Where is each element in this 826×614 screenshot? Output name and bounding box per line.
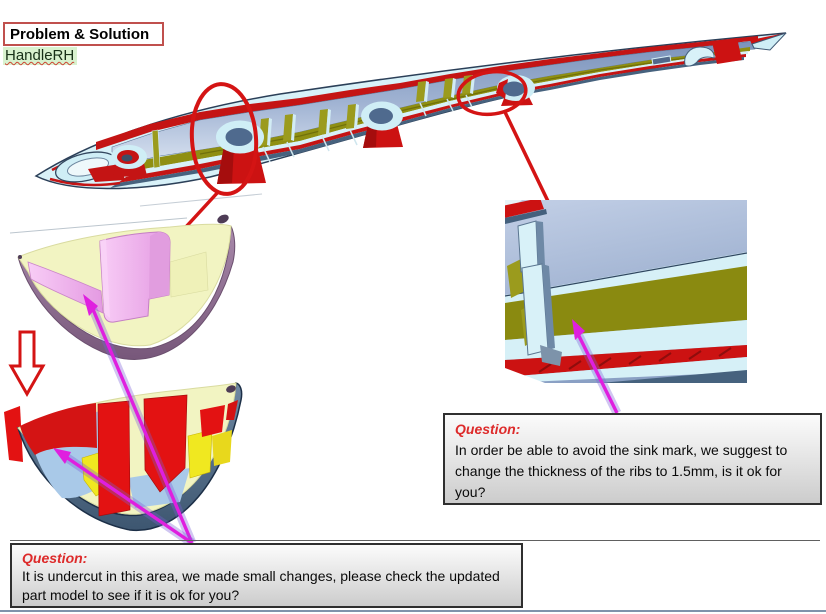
part-name-label: HandleRH (3, 47, 78, 65)
cross-section-before (17, 214, 236, 360)
screw-boss-4 (496, 75, 535, 106)
sketch-lines (9, 193, 263, 234)
question-box-sink-mark: Question: In order be able to avoid the … (443, 413, 822, 505)
question-text: It is undercut in this area, we made sma… (22, 568, 500, 603)
magenta-arrow-ribs (572, 319, 622, 415)
question-text: In order be able to avoid the sink mark,… (455, 442, 788, 500)
page-title: Problem & Solution (10, 25, 150, 43)
screw-boss-2 (216, 120, 266, 184)
screw-boss-3 (361, 101, 403, 148)
page-title-box: Problem & Solution (3, 22, 164, 46)
magenta-arrow-undercut-1 (83, 294, 197, 545)
question-box-undercut: Question: It is undercut in this area, w… (10, 543, 523, 608)
rib-detail-view (505, 200, 747, 383)
slide-bottom-line (0, 610, 826, 612)
down-arrow-outline-icon (8, 330, 46, 398)
handle-3d-model (34, 32, 787, 190)
question-label: Question: (22, 550, 88, 566)
tail-features (651, 32, 787, 67)
question-label: Question: (455, 421, 521, 437)
floor-ribs (259, 75, 475, 163)
red-ellipse-annotation-large (189, 82, 259, 196)
red-ellipse-annotation-small (456, 69, 528, 117)
cross-section-after (4, 382, 243, 531)
pink-wing-cut-face (27, 261, 104, 314)
magenta-arrow-undercut-2 (53, 448, 195, 547)
screw-boss-1 (111, 145, 147, 177)
divider-line (10, 540, 820, 541)
